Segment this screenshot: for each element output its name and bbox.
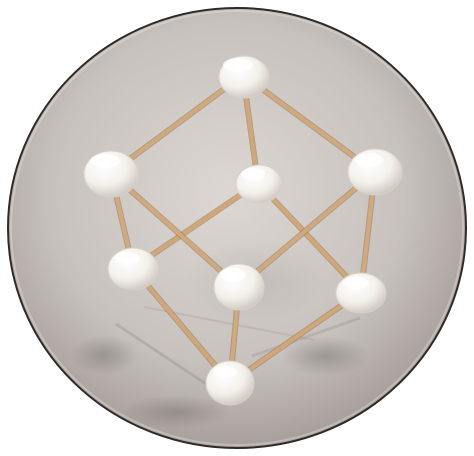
marshmallows xyxy=(83,55,403,406)
marshmallow-back-middle xyxy=(235,164,283,204)
marshmallow-left-top xyxy=(83,150,139,198)
plate-rim-highlight xyxy=(10,10,464,446)
marshmallow-top-back xyxy=(218,55,270,99)
cube-shadow xyxy=(70,239,369,429)
plate xyxy=(7,7,467,449)
marshmallow-right-top xyxy=(347,148,403,196)
marshmallow-front-top xyxy=(213,263,265,311)
marshmallow-front-bottom xyxy=(205,360,255,406)
marshmallow-left-bottom xyxy=(107,247,159,291)
marshmallow-right-bottom xyxy=(335,272,387,314)
